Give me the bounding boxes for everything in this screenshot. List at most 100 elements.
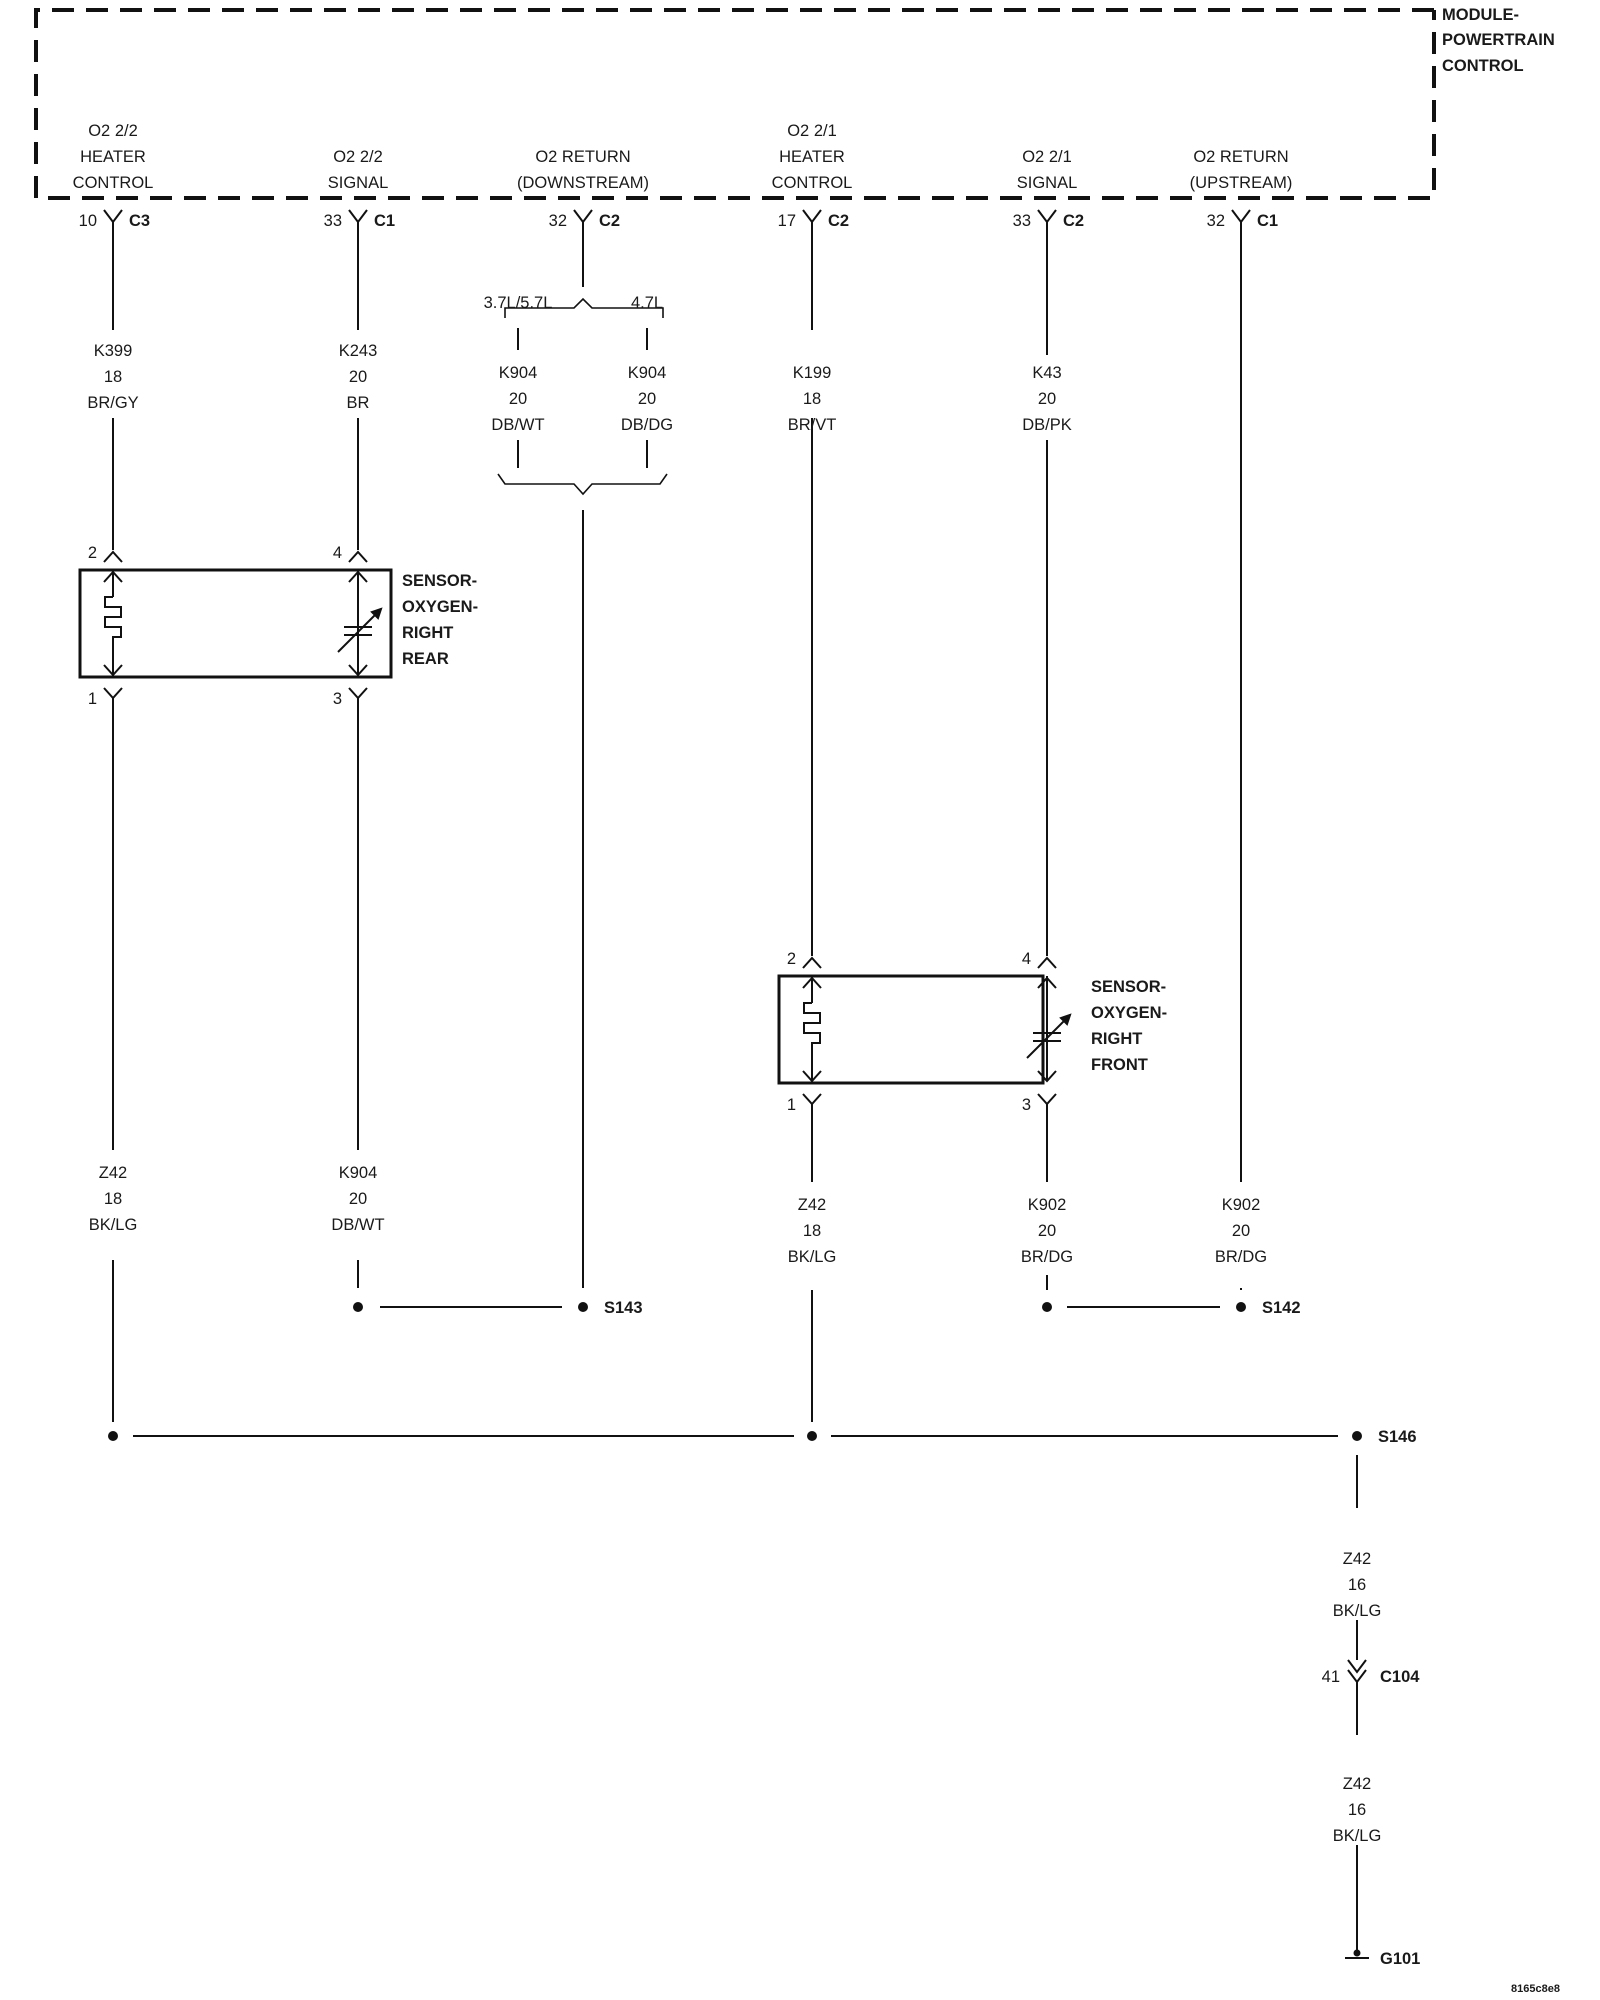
splices: S143 S142 S146 bbox=[108, 1299, 1417, 1446]
w11-gauge: 16 bbox=[1348, 1576, 1366, 1594]
splice-s146-left-dot bbox=[108, 1431, 118, 1441]
rear-pin-2: 2 bbox=[88, 544, 97, 562]
pin4-label-1: O2 2/1 bbox=[787, 122, 837, 140]
w5-circuit: K43 bbox=[1032, 364, 1061, 382]
engine-option-right: 4.7L bbox=[631, 294, 663, 312]
pin2-label-2: SIGNAL bbox=[328, 174, 389, 192]
pin1-label-3: CONTROL bbox=[73, 174, 154, 192]
w3a-gauge: 20 bbox=[509, 390, 527, 408]
w1-gauge: 18 bbox=[104, 368, 122, 386]
w8-color: BK/LG bbox=[788, 1248, 837, 1266]
module-label-3: CONTROL bbox=[1442, 57, 1524, 75]
splice-s142-dot bbox=[1236, 1302, 1246, 1312]
inline-connector-c104: 41 C104 bbox=[1322, 1659, 1420, 1695]
w3b-circuit: K904 bbox=[628, 364, 667, 382]
front-sensor-label-1: SENSOR- bbox=[1091, 978, 1166, 996]
w4-circuit: K199 bbox=[793, 364, 832, 382]
w10-gauge: 20 bbox=[1232, 1222, 1250, 1240]
rear-sensor-label-3: RIGHT bbox=[402, 624, 453, 642]
w12-color: BK/LG bbox=[1333, 1827, 1382, 1845]
c104-cavity: 41 bbox=[1322, 1668, 1340, 1686]
front-pin-2: 2 bbox=[787, 950, 796, 968]
module-label-1: MODULE- bbox=[1442, 6, 1519, 24]
front-pin-1: 1 bbox=[787, 1096, 796, 1114]
front-pin-4: 4 bbox=[1022, 950, 1031, 968]
w3a-circuit: K904 bbox=[499, 364, 538, 382]
powertrain-control-module: MODULE- POWERTRAIN CONTROL bbox=[34, 6, 1555, 200]
rear-pin-3: 3 bbox=[333, 690, 342, 708]
pin6-label-1: O2 RETURN bbox=[1193, 148, 1288, 166]
rear-sensor-label-2: OXYGEN- bbox=[402, 598, 478, 616]
w3b-color: DB/DG bbox=[621, 416, 673, 434]
w6-color: BK/LG bbox=[89, 1216, 138, 1234]
module-terminals bbox=[103, 209, 1251, 240]
pin4-label-2: HEATER bbox=[779, 148, 845, 166]
pin1-cavity: 10 bbox=[79, 212, 97, 230]
w1-circuit: K399 bbox=[94, 342, 133, 360]
pin6-label-2: (UPSTREAM) bbox=[1190, 174, 1293, 192]
w5-color: DB/PK bbox=[1022, 416, 1072, 434]
pin3-label-2: (DOWNSTREAM) bbox=[517, 174, 649, 192]
wires bbox=[112, 240, 1358, 1955]
pin1-connector: C3 bbox=[129, 212, 150, 230]
splice-s143-label: S143 bbox=[604, 1299, 643, 1317]
w7-color: DB/WT bbox=[331, 1216, 384, 1234]
w2-gauge: 20 bbox=[349, 368, 367, 386]
pin4-cavity: 17 bbox=[778, 212, 796, 230]
pin5-connector: C2 bbox=[1063, 212, 1084, 230]
pin3-connector: C2 bbox=[599, 212, 620, 230]
w3b-gauge: 20 bbox=[638, 390, 656, 408]
w2-color: BR bbox=[347, 394, 370, 412]
wire-labels: K399 18 BR/GY K243 20 BR K904 20 DB/WT K… bbox=[87, 342, 1381, 1845]
w9-circuit: K902 bbox=[1028, 1196, 1067, 1214]
w2-circuit: K243 bbox=[339, 342, 378, 360]
splice-s143-dot bbox=[578, 1302, 588, 1312]
w10-color: BR/DG bbox=[1215, 1248, 1267, 1266]
pin1-label-2: HEATER bbox=[80, 148, 146, 166]
ground-g101: G101 bbox=[1345, 1949, 1420, 1968]
splice-s146-label: S146 bbox=[1378, 1428, 1417, 1446]
w4-gauge: 18 bbox=[803, 390, 821, 408]
rear-sensor-label-4: REAR bbox=[402, 650, 449, 668]
w6-gauge: 18 bbox=[104, 1190, 122, 1208]
w1-color: BR/GY bbox=[87, 394, 138, 412]
w11-color: BK/LG bbox=[1333, 1602, 1382, 1620]
w12-circuit: Z42 bbox=[1343, 1775, 1371, 1793]
splice-s146-mid-dot bbox=[807, 1431, 817, 1441]
w6-circuit: Z42 bbox=[99, 1164, 127, 1182]
w12-gauge: 16 bbox=[1348, 1801, 1366, 1819]
pin6-cavity: 32 bbox=[1207, 212, 1225, 230]
pin5-label-2: SIGNAL bbox=[1017, 174, 1078, 192]
pin1-label-1: O2 2/2 bbox=[88, 122, 138, 140]
splice-s142-left-dot bbox=[1042, 1302, 1052, 1312]
oxygen-sensor-right-rear: 2 4 1 3 SENSOR- OXYGEN- RIGHT REAR bbox=[78, 544, 478, 708]
w9-color: BR/DG bbox=[1021, 1248, 1073, 1266]
pin4-label-3: CONTROL bbox=[772, 174, 853, 192]
rear-pin-4: 4 bbox=[333, 544, 342, 562]
pin4-connector: C2 bbox=[828, 212, 849, 230]
pin5-label-1: O2 2/1 bbox=[1022, 148, 1072, 166]
pin2-cavity: 33 bbox=[324, 212, 342, 230]
rear-sensor-label-1: SENSOR- bbox=[402, 572, 477, 590]
w11-circuit: Z42 bbox=[1343, 1550, 1371, 1568]
front-sensor-label-2: OXYGEN- bbox=[1091, 1004, 1167, 1022]
front-sensor-label-4: FRONT bbox=[1091, 1056, 1148, 1074]
pin2-connector: C1 bbox=[374, 212, 395, 230]
w5-gauge: 20 bbox=[1038, 390, 1056, 408]
splice-s143-left-dot bbox=[353, 1302, 363, 1312]
pin6-connector: C1 bbox=[1257, 212, 1278, 230]
engine-option-brace: 3.7L/5.7L 4.7L bbox=[484, 294, 668, 496]
front-pin-3: 3 bbox=[1022, 1096, 1031, 1114]
ground-label: G101 bbox=[1380, 1950, 1420, 1968]
w8-gauge: 18 bbox=[803, 1222, 821, 1240]
pin5-cavity: 33 bbox=[1013, 212, 1031, 230]
w10-circuit: K902 bbox=[1222, 1196, 1261, 1214]
module-pin-labels: O2 2/2 HEATER CONTROL O2 2/2 SIGNAL O2 R… bbox=[73, 122, 1293, 192]
w3a-color: DB/WT bbox=[491, 416, 544, 434]
w4-color: BR/VT bbox=[788, 416, 837, 434]
pin2-label-1: O2 2/2 bbox=[333, 148, 383, 166]
w9-gauge: 20 bbox=[1038, 1222, 1056, 1240]
module-label-2: POWERTRAIN bbox=[1442, 31, 1555, 49]
w7-circuit: K904 bbox=[339, 1164, 378, 1182]
